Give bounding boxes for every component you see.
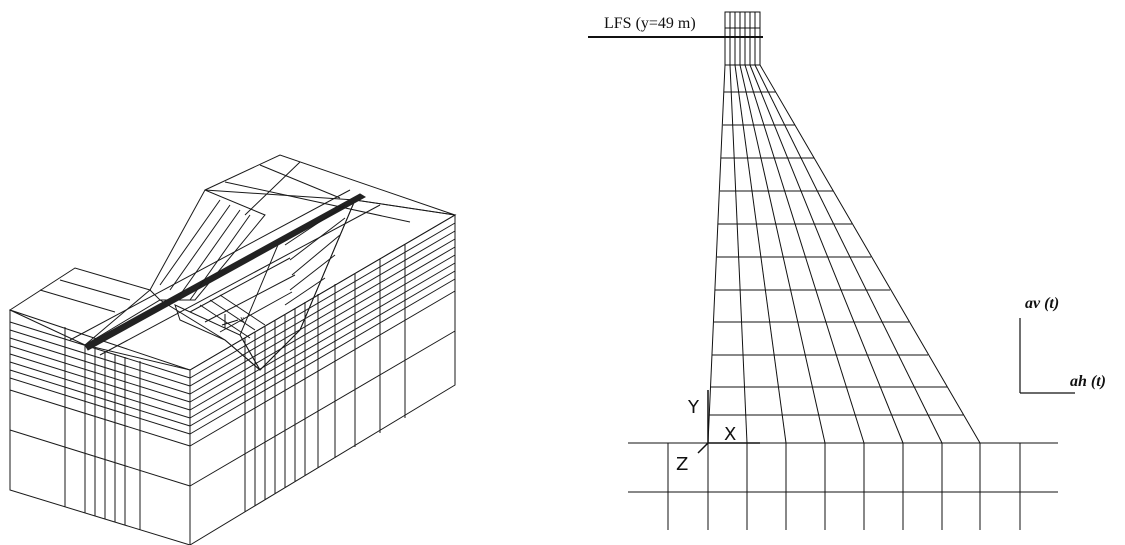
axis-z-label: Z [676, 454, 688, 475]
dam-body-outline [707, 64, 981, 444]
dam-crest-mesh [724, 11, 761, 66]
dam-body-layers [709, 91, 964, 416]
model-front-plateau-top [83, 199, 457, 371]
model-far-plateau-top [204, 154, 456, 216]
dam-body-radial-lines [729, 64, 943, 444]
axis-y-label: Y [687, 397, 700, 418]
valley-3d-model: x [8, 154, 457, 545]
av-label: av (t) [1025, 295, 1059, 312]
model-far-plateau-grid [224, 161, 411, 223]
model-front-face-verticals [244, 244, 406, 512]
dam-section: LFS (y=49 m) [588, 11, 1106, 530]
model-left-face-verticals [64, 327, 141, 530]
axis-x-label: X [724, 424, 736, 445]
acceleration-indicator: av (t) ah (t) [1019, 295, 1106, 394]
coordinate-axes: Y X Z [676, 390, 760, 475]
ah-label: ah (t) [1070, 373, 1106, 390]
model-oblique-band [69, 189, 381, 356]
model-valley-left-wall [149, 189, 266, 301]
model-valley-right-wall [239, 198, 357, 371]
model-left-face-strata [9, 321, 191, 487]
model-front-face-strata [189, 222, 456, 487]
foundation-grid [628, 442, 1058, 530]
model-left-face [9, 309, 191, 545]
model-left-plateau-grid [39, 279, 131, 313]
model-valley-mesh [159, 199, 346, 339]
model-axis-x-label: x [240, 314, 245, 324]
model-axis-marker: x [221, 314, 245, 328]
lfs-label: LFS (y=49 m) [604, 15, 696, 32]
